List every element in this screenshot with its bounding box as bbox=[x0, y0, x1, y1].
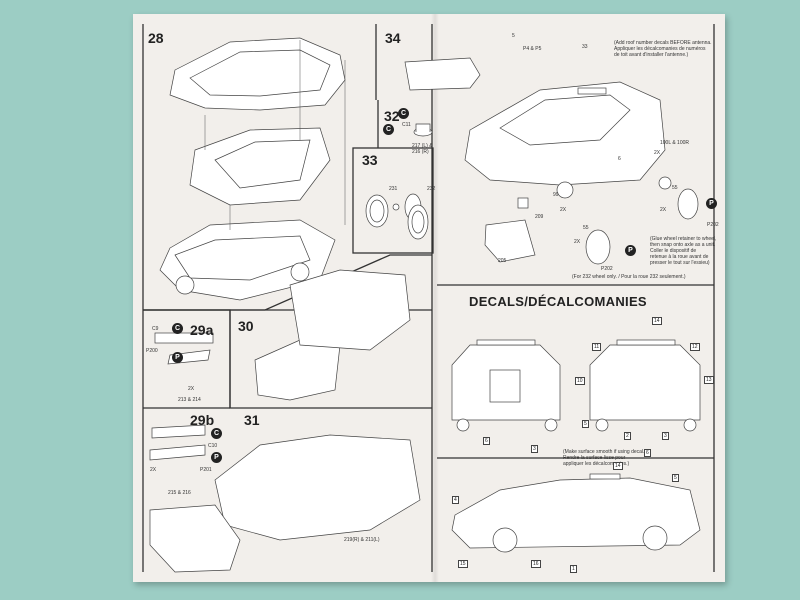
decal-4: 4 bbox=[452, 496, 459, 504]
decal-11: 11 bbox=[592, 343, 602, 351]
decal-3b: 3 bbox=[531, 445, 538, 453]
decal-13: 13 bbox=[704, 376, 714, 384]
decal-2: 2 bbox=[624, 432, 631, 440]
marker-p-34a: P bbox=[625, 245, 636, 256]
step-33-number: 33 bbox=[362, 152, 378, 168]
label-p4p5: P4 & P5 bbox=[523, 46, 542, 52]
marker-c-32b: C bbox=[383, 124, 394, 135]
marker-p-34b: P bbox=[706, 198, 717, 209]
decal-3: 3 bbox=[662, 432, 669, 440]
step28-art bbox=[159, 37, 346, 301]
label-p200: P200 bbox=[146, 348, 158, 354]
decals-heading: DECALS/DÉCALCOMANIES bbox=[469, 294, 647, 309]
step-31-number: 31 bbox=[244, 412, 260, 428]
decal-6: 6 bbox=[644, 449, 651, 457]
label-c10: C10 bbox=[208, 443, 218, 449]
note-wheel232: (For 232 wheel only. / Pour la roue 232 … bbox=[572, 274, 686, 280]
step29-30-31-art bbox=[149, 269, 421, 573]
label-55b: 55 bbox=[672, 185, 678, 191]
decal-16: 16 bbox=[531, 560, 541, 568]
label-2x-e: 2X bbox=[654, 150, 661, 156]
marker-p-29b: P bbox=[211, 452, 222, 463]
label-99: 99 bbox=[553, 192, 559, 198]
decal-5: 5 bbox=[672, 474, 679, 482]
label-219-211: 219(R) & 211(L) bbox=[344, 537, 380, 543]
label-2x-d: 2X bbox=[574, 239, 581, 245]
step-29a-number: 29a bbox=[190, 322, 214, 338]
note-smooth: (Make surface smooth if using decal. Ren… bbox=[563, 449, 645, 467]
label-5: 5 bbox=[512, 33, 515, 39]
label-p202b: P202 bbox=[707, 222, 719, 228]
step-28-number: 28 bbox=[148, 30, 164, 46]
label-209: 209 bbox=[535, 214, 544, 220]
label-2x-f: 2X bbox=[660, 207, 667, 213]
step-34-number: 34 bbox=[385, 30, 401, 46]
label-2x-b: 2X bbox=[150, 467, 157, 473]
decal-14b: 14 bbox=[613, 462, 623, 470]
step-30-number: 30 bbox=[238, 318, 254, 334]
marker-c-32: C bbox=[398, 108, 409, 119]
label-215-216: 215 & 216 bbox=[168, 490, 191, 496]
label-2x-c: 2X bbox=[560, 207, 567, 213]
label-217-216: 217 (L) & 216 (R) bbox=[412, 143, 433, 155]
label-213-214: 213 & 214 bbox=[178, 397, 201, 403]
label-33: 33 bbox=[582, 44, 588, 50]
label-c11: C11 bbox=[402, 122, 411, 128]
step34-art bbox=[404, 57, 699, 265]
label-55a: 55 bbox=[583, 225, 589, 231]
note-glue-wheel: (Glue wheel retainer to wheel, then snap… bbox=[650, 236, 717, 266]
step33-art bbox=[365, 193, 429, 240]
label-231: 231 bbox=[389, 186, 398, 192]
step-29b-number: 29b bbox=[190, 412, 215, 428]
step-32-number: 32 bbox=[384, 108, 400, 124]
step32-art bbox=[413, 123, 433, 137]
label-c9: C9 bbox=[152, 326, 159, 332]
decals-art bbox=[451, 339, 701, 553]
label-205: 205 bbox=[498, 258, 507, 264]
decal-10: 10 bbox=[575, 377, 585, 385]
decal-6b: 6 bbox=[483, 437, 490, 445]
label-p202a: P202 bbox=[601, 266, 613, 272]
step33-box bbox=[352, 147, 434, 254]
label-100: 100L & 100R bbox=[660, 140, 690, 146]
marker-c-29b: C bbox=[211, 428, 222, 439]
marker-c-29a: C bbox=[172, 323, 183, 334]
page-fold bbox=[431, 14, 439, 582]
marker-p-29a: P bbox=[172, 352, 183, 363]
note-antenna: (Add roof number decals BEFORE antenna. … bbox=[614, 40, 712, 58]
decal-12: 12 bbox=[690, 343, 700, 351]
decal-14a: 14 bbox=[652, 317, 662, 325]
label-p201: P201 bbox=[200, 467, 212, 473]
label-2x-a: 2X bbox=[188, 386, 195, 392]
label-232: 232 bbox=[427, 186, 436, 192]
decal-1: 1 bbox=[570, 565, 577, 573]
decal-5b: 5 bbox=[582, 420, 589, 428]
decal-15: 15 bbox=[458, 560, 468, 568]
label-6: 6 bbox=[618, 156, 621, 162]
